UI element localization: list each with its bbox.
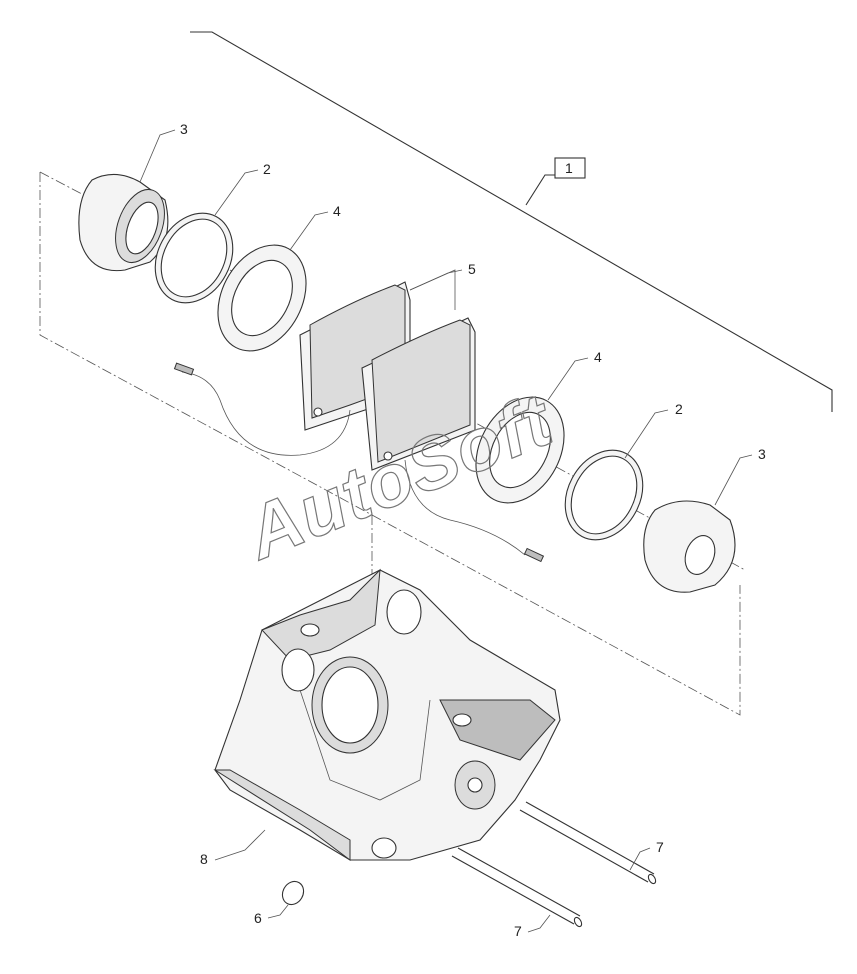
- guide-pin-upper: [519, 801, 657, 885]
- callout-7-upper: 7: [656, 839, 664, 855]
- callout-6: 6: [254, 910, 262, 926]
- caliper-housing: [213, 568, 561, 861]
- callout-2-left: 2: [263, 161, 271, 177]
- leader-lines: [139, 129, 753, 933]
- callout-5: 5: [468, 261, 476, 277]
- dust-boot-left: [217, 244, 307, 352]
- dust-boot-right: [475, 396, 565, 504]
- callout-8: 8: [200, 851, 208, 867]
- brake-pads: [173, 269, 545, 563]
- callout-3-left: 3: [180, 121, 188, 137]
- seal-ring-left: [154, 212, 234, 304]
- callout-4-left: 4: [333, 203, 341, 219]
- callout-3-right: 3: [758, 446, 766, 462]
- guide-pin-lower: [451, 847, 583, 928]
- o-ring: [281, 880, 305, 906]
- callout-4-right: 4: [594, 349, 602, 365]
- callout-1: 1: [565, 160, 573, 176]
- callout-7-lower: 7: [514, 923, 522, 939]
- seal-ring-right: [564, 449, 644, 541]
- kit-callout-box: [554, 157, 586, 179]
- piston-left: [78, 173, 169, 272]
- callout-labels: 1 2 2 3 3 4 4 5 6 7 7 8: [180, 121, 766, 939]
- kit-bracket: [190, 31, 833, 412]
- piston-right: [643, 500, 736, 593]
- callout-2-right: 2: [675, 401, 683, 417]
